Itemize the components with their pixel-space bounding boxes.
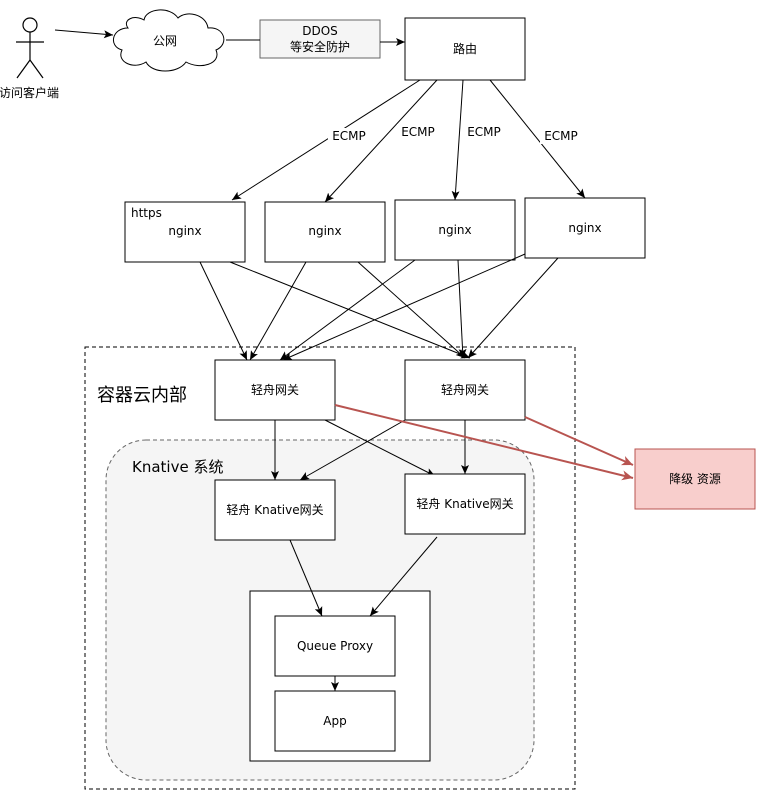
gateway-box-2 bbox=[404, 359, 526, 421]
nginx-box-2 bbox=[264, 201, 386, 263]
queue-proxy-label: Queue Proxy bbox=[297, 639, 373, 653]
router-label: 路由 bbox=[453, 41, 477, 56]
edge-gw2-kgw1 bbox=[299, 419, 406, 481]
app-box bbox=[274, 690, 396, 752]
knative-system-label: Knative 系统 bbox=[132, 458, 223, 476]
ddos-line2: 等安全防护 bbox=[290, 39, 350, 54]
knative-gateway-label-1: 轻舟 Knative网关 bbox=[226, 503, 323, 517]
edge-nginx2-gw2 bbox=[357, 261, 466, 359]
ecmp-label-4: ECMP bbox=[544, 129, 578, 143]
internet-label: 公网 bbox=[153, 34, 177, 48]
nginx-label-1: nginx bbox=[168, 224, 201, 238]
queue-proxy-box bbox=[274, 615, 396, 677]
edge-router-nginx-2 bbox=[324, 79, 438, 203]
router-box bbox=[404, 17, 526, 81]
ecmp-label-2: ECMP bbox=[401, 125, 435, 139]
edge-nginx3-gw1 bbox=[279, 259, 416, 361]
knative-gateway-label-2: 轻舟 Knative网关 bbox=[416, 497, 513, 511]
app-label: App bbox=[323, 714, 346, 728]
ecmp-label-3: ECMP bbox=[467, 125, 501, 139]
ddos-box bbox=[259, 19, 381, 59]
ecmp-label-1: ECMP bbox=[332, 129, 366, 143]
nginx-label-3: nginx bbox=[438, 223, 471, 237]
edge-gw1-kgw2 bbox=[324, 419, 436, 477]
edge-gw2-fallback bbox=[524, 416, 634, 466]
nginx-box-1 bbox=[124, 201, 246, 263]
gateway-label-1: 轻舟网关 bbox=[251, 383, 299, 397]
client-label: 访问客户端 bbox=[0, 85, 59, 100]
nginx-label-2: nginx bbox=[308, 224, 341, 238]
edge-router-nginx-1 bbox=[231, 79, 421, 201]
edge-kgw2-queue bbox=[369, 536, 438, 617]
edge-nginx1-gw2 bbox=[229, 261, 471, 359]
edge-nginx3-gw2 bbox=[457, 259, 467, 359]
edge-kgw1-queue bbox=[289, 539, 323, 617]
nginx-label-4: nginx bbox=[568, 221, 601, 235]
container-cloud-boundary bbox=[84, 346, 576, 790]
edge-nginx1-gw1 bbox=[199, 261, 248, 361]
edge-nginx4-gw1 bbox=[282, 253, 526, 361]
edge-client-internet bbox=[54, 29, 114, 39]
fallback-label: 降级 资源 bbox=[669, 472, 721, 486]
edge-gw1-fallback bbox=[334, 404, 634, 481]
knative-gateway-box-2 bbox=[404, 473, 526, 535]
edge-nginx4-gw2 bbox=[467, 257, 559, 359]
knative-gateway-box-1 bbox=[214, 479, 336, 541]
edge-router-nginx-3 bbox=[451, 79, 464, 201]
edge-nginx2-gw1 bbox=[249, 261, 307, 361]
edge-router-nginx-4 bbox=[489, 79, 586, 199]
nginx-box-3 bbox=[394, 199, 516, 261]
gateway-box-1 bbox=[214, 359, 336, 421]
ddos-line1: DDOS bbox=[302, 24, 338, 38]
client-actor bbox=[16, 17, 44, 79]
fallback-box bbox=[634, 448, 756, 510]
container-cloud-label: 容器云内部 bbox=[97, 385, 187, 406]
internet-cloud bbox=[113, 9, 225, 72]
gateway-label-2: 轻舟网关 bbox=[441, 383, 489, 397]
nginx-box-4 bbox=[524, 197, 646, 259]
nginx-tag-1: https bbox=[131, 206, 162, 220]
